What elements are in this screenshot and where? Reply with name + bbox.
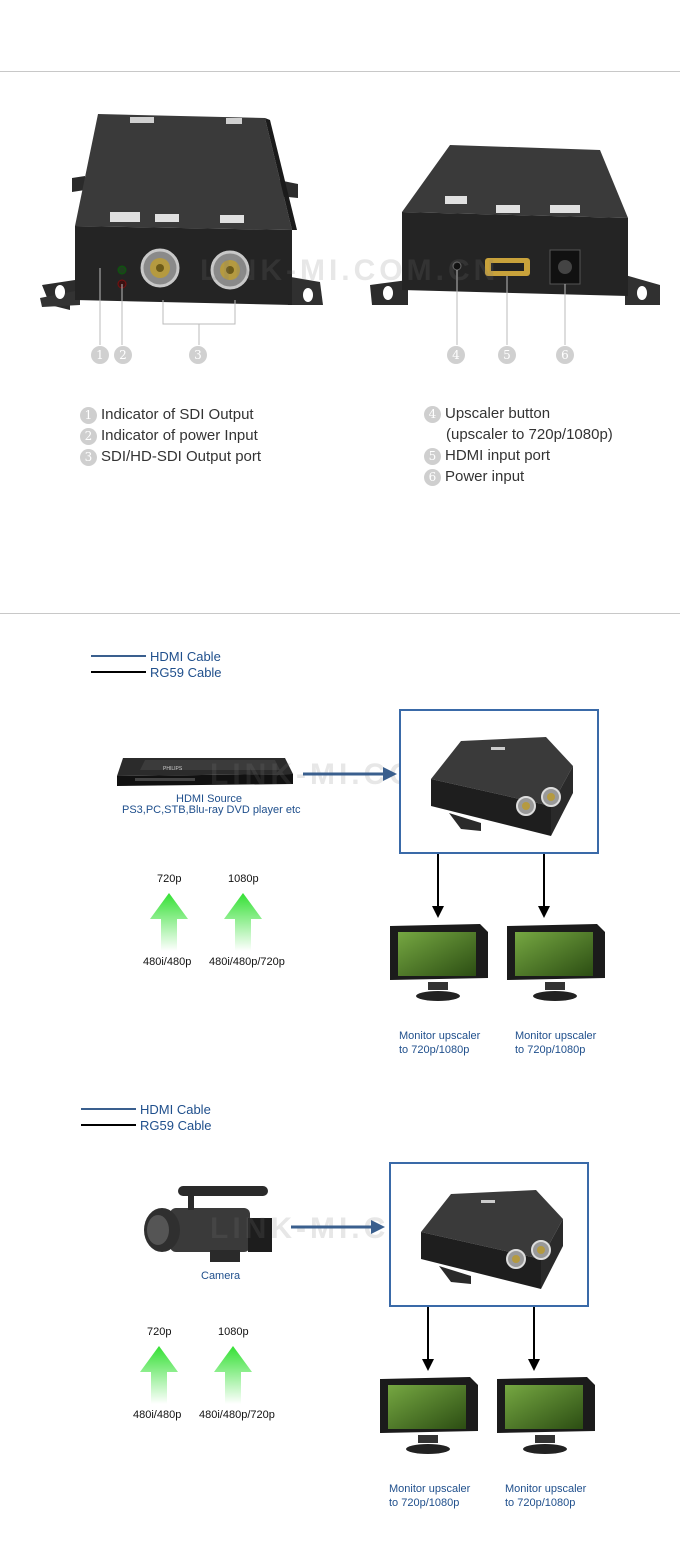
feature-number: 4 [424, 405, 441, 423]
rg59-arrow-right [528, 1307, 540, 1371]
device-front-image [40, 114, 323, 310]
source-title: HDMI Source [176, 793, 243, 805]
rg59-arrow-right [538, 854, 550, 918]
upscale-source-label: 480i/480p [133, 1409, 182, 1421]
converter-image [421, 1190, 563, 1289]
feature-text: HDMI input port [445, 447, 551, 464]
upscale-target-label: 1080p [228, 873, 259, 885]
section-divider [0, 613, 680, 614]
rg59-legend-label: RG59 Cable [140, 1118, 212, 1133]
caption-line: to 720p/1080p [505, 1497, 576, 1509]
monitor-caption: Monitor upscaler to 720p/1080p [399, 1029, 480, 1057]
feature-number: 3 [80, 448, 97, 466]
hdmi-connection-arrow [303, 767, 397, 781]
upscale-arrow-icon [150, 893, 188, 951]
upscale-target-label: 720p [147, 1326, 172, 1338]
callout-3: 3 [189, 346, 207, 364]
monitor-image [380, 1377, 478, 1454]
upscale-source-label: 480i/480p/720p [209, 956, 285, 968]
caption-line: Monitor upscaler [399, 1030, 481, 1042]
upscale-source-label: 480i/480p [143, 956, 192, 968]
rg59-legend-line [81, 1124, 136, 1126]
hdmi-legend-label: HDMI Cable [150, 649, 221, 664]
hdmi-legend-line [91, 655, 146, 657]
callout-1: 1 [91, 346, 109, 364]
feature-text: SDI/HD-SDI Output port [101, 448, 262, 465]
monitor-caption: Monitor upscaler to 720p/1080p [505, 1482, 586, 1510]
upscale-source-label: 480i/480p/720p [199, 1409, 275, 1421]
rg59-arrow-left [432, 854, 444, 918]
feature-text: Upscaler button [445, 405, 551, 422]
hdmi-connection-arrow [291, 1220, 385, 1234]
top-divider [0, 71, 680, 72]
feature-text: (upscaler to 720p/1080p) [446, 426, 613, 443]
feature-number: 6 [424, 468, 441, 486]
feature-text: Indicator of SDI Output [101, 406, 254, 423]
callout-5: 5 [498, 346, 516, 364]
caption-line: Monitor upscaler [505, 1483, 587, 1495]
converter-frame [389, 1162, 589, 1307]
caption-line: to 720p/1080p [515, 1044, 586, 1056]
monitor-image [507, 924, 605, 1001]
feature-number: 1 [80, 406, 97, 424]
watermark-top: LINK-MI.COM.CN [200, 254, 500, 287]
feature-text: Indicator of power Input [101, 427, 258, 444]
upscale-target-label: 1080p [218, 1326, 249, 1338]
upscale-target-label: 720p [157, 873, 182, 885]
rg59-legend-label: RG59 Cable [150, 665, 222, 680]
hdmi-legend-line [81, 1108, 136, 1110]
monitor-caption: Monitor upscaler to 720p/1080p [389, 1482, 470, 1510]
caption-line: Monitor upscaler [515, 1030, 597, 1042]
callout-4: 4 [447, 346, 465, 364]
source-title: Camera [201, 1270, 241, 1282]
feature-text: Power input [445, 468, 525, 485]
converter-frame [399, 709, 599, 854]
caption-line: Monitor upscaler [389, 1483, 471, 1495]
hdmi-legend-label: HDMI Cable [140, 1102, 211, 1117]
device-back-image [370, 145, 660, 305]
feature-item: (upscaler to 720p/1080p) [446, 424, 613, 445]
rg59-arrow-left [422, 1307, 434, 1371]
product-views [40, 114, 660, 345]
monitor-caption: Monitor upscaler to 720p/1080p [515, 1029, 596, 1057]
monitor-image [497, 1377, 595, 1454]
monitor-image [390, 924, 488, 1001]
feature-number: 5 [424, 447, 441, 465]
caption-line: to 720p/1080p [389, 1497, 460, 1509]
upscale-arrow-icon [224, 893, 262, 951]
upscale-arrow-icon [214, 1346, 252, 1404]
converter-image [431, 737, 573, 836]
upscale-arrow-icon [140, 1346, 178, 1404]
source-brand: PHILIPS [163, 766, 183, 772]
camera-image [144, 1186, 272, 1262]
callout-6: 6 [556, 346, 574, 364]
callout-2: 2 [114, 346, 132, 364]
caption-line: to 720p/1080p [399, 1044, 470, 1056]
feature-number: 2 [80, 427, 97, 445]
rg59-legend-line [91, 671, 146, 673]
source-subtitle: PS3,PC,STB,Blu-ray DVD player etc [122, 804, 301, 816]
hdmi-source-image [117, 758, 293, 786]
